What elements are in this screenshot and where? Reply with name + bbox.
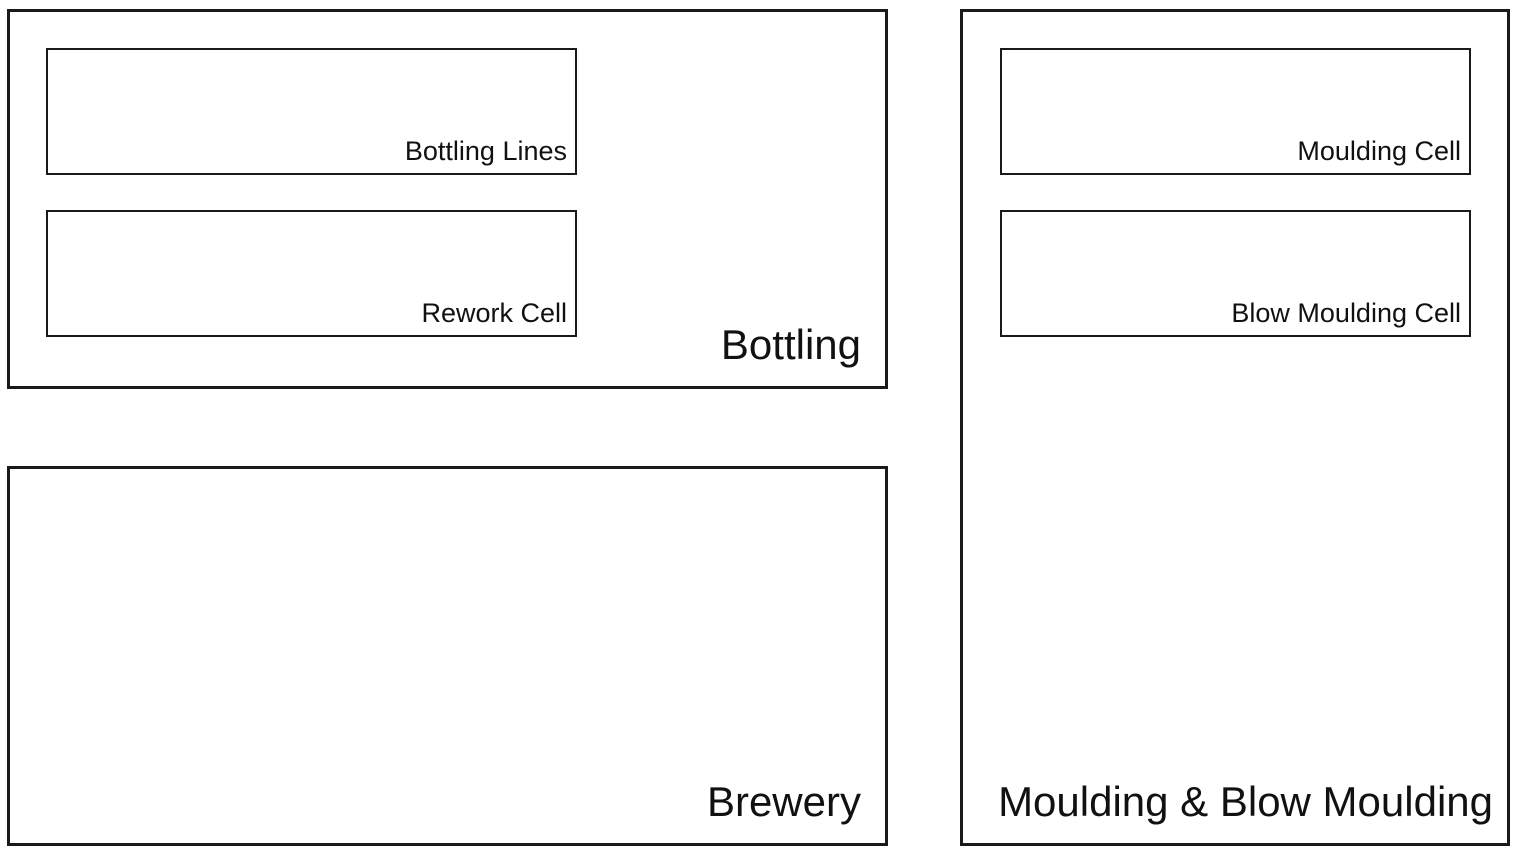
area-label-bottling: Bottling bbox=[720, 321, 861, 368]
cell-label-blow-moulding: Blow Moulding Cell bbox=[1231, 298, 1461, 328]
area-brewery: Brewery bbox=[7, 466, 888, 846]
cell-label-rework: Rework Cell bbox=[421, 298, 567, 328]
cell-blow-moulding: Blow Moulding Cell bbox=[1000, 210, 1471, 337]
cell-label-bottling-lines: Bottling Lines bbox=[404, 136, 567, 166]
cell-bottling-lines: Bottling Lines bbox=[46, 48, 577, 175]
area-bottling: Bottling Lines Rework Cell Bottling bbox=[7, 9, 888, 389]
area-moulding: Moulding Cell Blow Moulding Cell Mouldin… bbox=[960, 9, 1510, 846]
cell-moulding: Moulding Cell bbox=[1000, 48, 1471, 175]
cell-label-moulding: Moulding Cell bbox=[1297, 136, 1461, 166]
area-label-brewery: Brewery bbox=[706, 778, 861, 825]
cell-rework: Rework Cell bbox=[46, 210, 577, 337]
area-label-moulding: Moulding & Blow Moulding bbox=[998, 778, 1493, 825]
